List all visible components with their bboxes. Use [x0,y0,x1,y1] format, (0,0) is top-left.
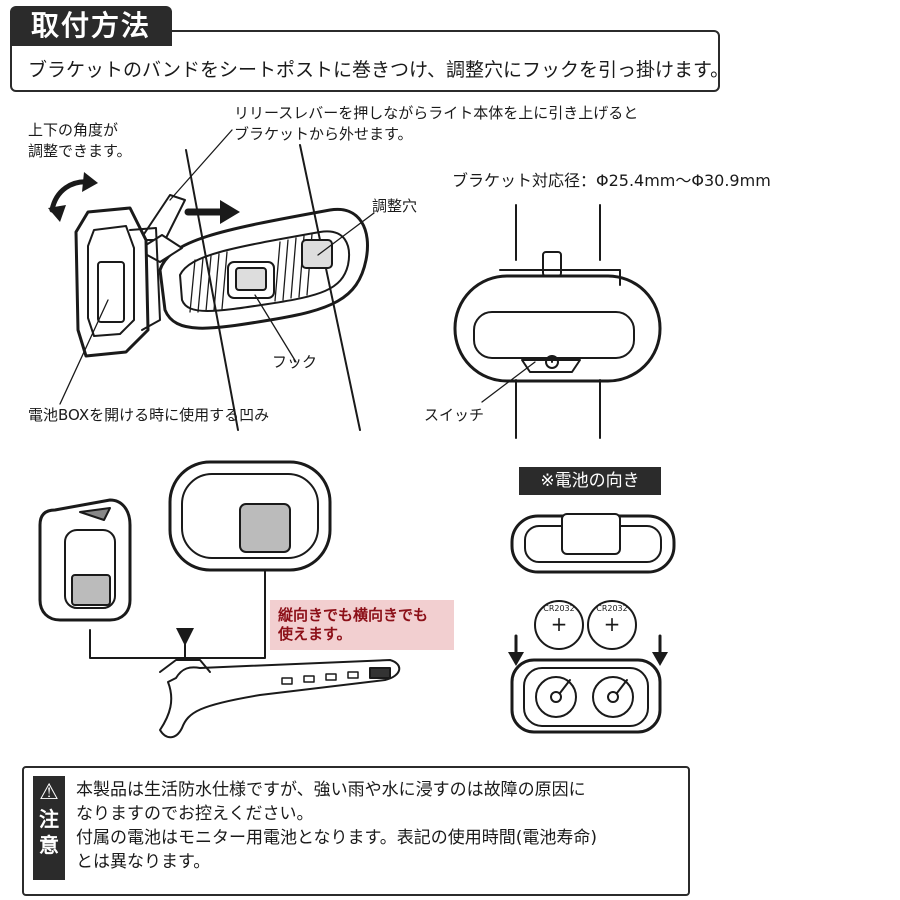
angle-label-line2: 調整できます。 [28,142,132,160]
notice-text: 本製品は生活防水仕様ですが、強い雨や水に浸すのは故障の原因に なりますのでお控え… [76,778,676,874]
orientation-note-line2: 使えます。 [278,625,352,643]
front-view-illustration [453,204,662,439]
warning-triangle-icon: ⚠ [39,780,59,805]
battery-dent-label: 電池BOXを開ける時に使用する凹み [28,406,270,424]
adjust-hole-label: 調整穴 [372,197,418,215]
battery-illustration [508,513,676,734]
hook-label: フック [272,353,318,371]
notice-line3: 付属の電池はモニター用電池となります。表記の使用時間(電池寿命) [76,828,598,848]
angle-label-line1: 上下の角度が [28,121,119,139]
battery-plus-right: + [603,612,621,636]
page-title: 取付方法 [10,6,172,46]
mounted-light-illustration [48,129,375,431]
notice-tab-char2: 意 [39,833,59,857]
notice-line2: なりますのでお控えください。 [76,804,314,824]
diameter-label: ブラケット対応径：Φ25.4mm～Φ30.9mm [452,171,771,190]
notice-tab-char1: 注 [39,807,59,831]
notice-line4: とは異なります。 [76,852,211,872]
intro-text: ブラケットのバンドをシートポストに巻きつけ、調整穴にフックを引っ掛けます。 [28,59,730,81]
battery-cell-label-left: CR2032 [543,604,575,613]
notice-line1: 本製品は生活防水仕様ですが、強い雨や水に浸すのは故障の原因に [76,780,586,800]
orientation-illustration [38,460,401,739]
battery-cell-label-right: CR2032 [596,604,628,613]
switch-label: スイッチ [424,406,485,424]
notice-tab: ⚠ 注 意 [33,776,65,880]
notice-frame [22,766,690,896]
orientation-note-line1: 縦向きでも横向きでも [278,606,429,624]
intro-frame [10,30,720,92]
release-label-line2: ブラケットから外せます。 [234,125,413,143]
battery-plus-left: + [550,612,568,636]
release-label-line1: リリースレバーを押しながらライト本体を上に引き上げると [234,104,639,122]
battery-orientation-title: ※電池の向き [519,467,661,495]
orientation-note: 縦向きでも横向きでも 使えます。 [270,600,454,650]
